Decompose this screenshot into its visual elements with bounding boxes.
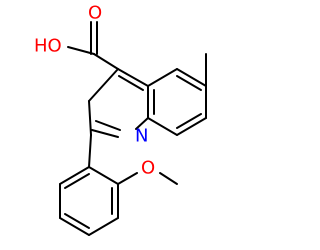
bond-aryl-c6-c1 <box>59 166 90 185</box>
bond-c5-c6 <box>176 68 207 87</box>
carbonyl-oxygen-label: O <box>88 3 102 24</box>
bond-c2-c3 <box>88 100 92 136</box>
bond-c5-c6-double <box>176 75 202 91</box>
bond-aryl-c4-c5-double <box>64 213 90 229</box>
bond-c8a-n1 <box>135 117 149 130</box>
bond-c7-c8-double <box>176 113 202 129</box>
bond-n1-c2-double <box>95 120 121 131</box>
bond-c4-carboxyl <box>93 53 119 70</box>
bond-c4a-c4-double <box>118 75 144 91</box>
ether-oxygen-label: O <box>141 158 155 179</box>
bond-aryl-c1-c2 <box>88 166 119 185</box>
ring-nitrogen-label: N <box>135 126 148 147</box>
bond-aryl-ether-o <box>117 172 138 185</box>
bond-aryl-c4-c5 <box>59 217 90 236</box>
bond-c7-c8 <box>176 117 207 136</box>
molecule-diagram: HO O N O <box>34 3 207 236</box>
bond-aryl-c3-c4 <box>88 217 119 236</box>
hydroxyl-label: HO <box>34 36 62 57</box>
bond-c2-aryl <box>88 134 92 168</box>
bond-c4-c4a <box>117 68 149 87</box>
bond-n1-c2 <box>91 129 119 138</box>
bond-c3-c4 <box>88 68 119 102</box>
bond-aryl-c6-c1-double <box>64 173 90 189</box>
bond-c4a-c5 <box>147 68 178 87</box>
bond-ether-o-methyl <box>159 172 178 185</box>
atom-labels: HO O N O <box>34 3 155 179</box>
bond-c8-c8a <box>147 117 178 136</box>
bonds <box>59 21 207 236</box>
bond-carboxyl-oh <box>67 46 95 55</box>
